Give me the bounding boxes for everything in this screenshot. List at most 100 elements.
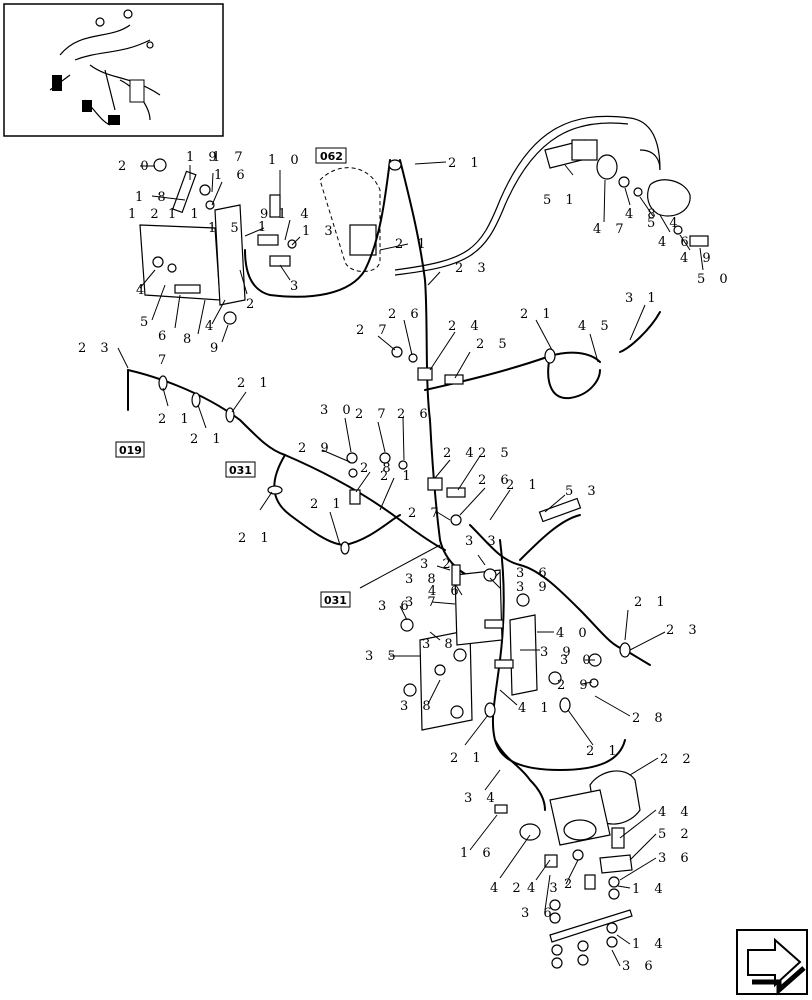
- callout-15[interactable]: 1 5: [208, 221, 244, 236]
- callout-38c[interactable]: 3 8: [400, 699, 436, 714]
- callout-21-l2[interactable]: 2 1: [190, 432, 226, 447]
- ref-box-031-lower[interactable]: 031: [320, 591, 351, 608]
- callout-46b[interactable]: 4 6: [428, 584, 464, 599]
- callout-21-low1[interactable]: 2 1: [238, 531, 274, 546]
- callout-30[interactable]: 3 0: [320, 403, 356, 418]
- ref-box-019[interactable]: 019: [115, 441, 145, 458]
- callout-39[interactable]: 3 9: [516, 580, 552, 595]
- callout-12[interactable]: 1 2: [128, 207, 164, 222]
- callout-21-bl[interactable]: 2 1: [450, 751, 486, 766]
- callout-39b[interactable]: 3 9: [540, 645, 576, 660]
- next-page-arrow-icon[interactable]: [736, 929, 808, 996]
- callout-17[interactable]: 1 7: [212, 150, 248, 165]
- callout-9b[interactable]: 9: [210, 341, 223, 356]
- callout-21-l1[interactable]: 2 1: [158, 412, 194, 427]
- callout-21-low2[interactable]: 2 1: [310, 497, 346, 512]
- callout-23-top[interactable]: 2 3: [455, 261, 491, 276]
- callout-29b[interactable]: 2 9: [557, 678, 593, 693]
- ref-box-062[interactable]: 062: [315, 147, 347, 164]
- callout-8[interactable]: 8: [183, 332, 196, 347]
- callout-21-right[interactable]: 2 1: [520, 307, 556, 322]
- callout-48[interactable]: 4 8: [625, 207, 661, 222]
- callout-47[interactable]: 4 7: [593, 222, 629, 237]
- callout-18[interactable]: 1 8: [135, 190, 171, 205]
- starter-solenoid: [494, 770, 641, 969]
- callout-13[interactable]: 1 3: [302, 224, 338, 239]
- callout-38[interactable]: 3 8: [405, 572, 441, 587]
- callout-14[interactable]: 1 4: [278, 207, 314, 222]
- callout-43[interactable]: 4 3: [527, 881, 563, 896]
- callout-38b[interactable]: 3 8: [422, 637, 458, 652]
- callout-5[interactable]: 5: [140, 315, 153, 330]
- actuator-assembly: [544, 139, 709, 247]
- callout-46[interactable]: 4 6: [658, 235, 694, 250]
- callout-34[interactable]: 3 4: [464, 791, 500, 806]
- callout-50[interactable]: 5 0: [697, 272, 733, 287]
- callout-25[interactable]: 2 5: [476, 337, 512, 352]
- callout-44[interactable]: 4 4: [658, 805, 694, 820]
- callout-1[interactable]: 1: [258, 220, 271, 235]
- callout-24[interactable]: 2 4: [448, 319, 484, 334]
- callout-45[interactable]: 4 5: [578, 319, 614, 334]
- callout-7[interactable]: 7: [158, 353, 171, 368]
- callout-21-l3[interactable]: 2 1: [237, 376, 273, 391]
- callout-32[interactable]: 3 2: [420, 557, 456, 572]
- callout-54[interactable]: 5 4: [647, 216, 683, 231]
- callout-6[interactable]: 6: [158, 329, 171, 344]
- callout-27[interactable]: 2 7: [356, 323, 392, 338]
- callout-37[interactable]: 3 7: [405, 595, 441, 610]
- callout-27b[interactable]: 2 7: [355, 407, 391, 422]
- callout-36d[interactable]: 3 6: [521, 906, 557, 921]
- callout-36e[interactable]: 3 6: [622, 959, 658, 974]
- callout-36c[interactable]: 3 6: [658, 851, 694, 866]
- callout-23-r[interactable]: 2 3: [666, 623, 702, 638]
- callout-25b[interactable]: 2 5: [478, 446, 514, 461]
- callout-41[interactable]: 4 1: [518, 701, 554, 716]
- callout-26c[interactable]: 2 6: [478, 473, 514, 488]
- callout-21-br[interactable]: 2 1: [586, 744, 622, 759]
- callout-21-seat[interactable]: 2 1: [395, 237, 431, 252]
- callout-36[interactable]: 3 6: [516, 566, 552, 581]
- callout-2b[interactable]: 2: [564, 877, 577, 892]
- callout-26b[interactable]: 2 6: [397, 407, 433, 422]
- callout-31[interactable]: 3 1: [625, 291, 661, 306]
- ref-031-lower-label: 031: [324, 594, 347, 607]
- ref-box-031-upper[interactable]: 031: [225, 461, 256, 478]
- callout-42[interactable]: 4 2: [490, 881, 526, 896]
- callout-28[interactable]: 2 8: [360, 461, 396, 476]
- callout-24b[interactable]: 2 4: [443, 446, 479, 461]
- callout-14b[interactable]: 1 4: [632, 882, 668, 897]
- callout-19[interactable]: 1 9: [186, 150, 222, 165]
- callout-30b[interactable]: 3 0: [560, 653, 596, 668]
- callout-21-mid[interactable]: 2 1: [380, 469, 416, 484]
- callout-26[interactable]: 2 6: [388, 307, 424, 322]
- callout-52[interactable]: 5 2: [658, 827, 694, 842]
- callout-21-r2[interactable]: 2 1: [634, 595, 670, 610]
- callout-14c[interactable]: 1 4: [632, 937, 668, 952]
- overview-thumbnail[interactable]: [3, 3, 224, 137]
- callout-29[interactable]: 2 9: [298, 441, 334, 456]
- callout-23-left[interactable]: 2 3: [78, 341, 114, 356]
- callout-27c[interactable]: 2 7: [408, 506, 444, 521]
- callout-36b[interactable]: 3 6: [378, 599, 414, 614]
- callout-4b[interactable]: 4: [205, 319, 218, 334]
- callout-11[interactable]: 1 1: [168, 207, 204, 222]
- callout-28b[interactable]: 2 8: [632, 711, 668, 726]
- callout-21-mid2[interactable]: 2 1: [506, 478, 542, 493]
- callout-51[interactable]: 5 1: [543, 193, 579, 208]
- callout-21-top[interactable]: 2 1: [448, 156, 484, 171]
- callout-16b[interactable]: 1 6: [460, 846, 496, 861]
- callout-10[interactable]: 1 0: [268, 153, 304, 168]
- callout-33[interactable]: 3 3: [465, 534, 501, 549]
- callout-20[interactable]: 2 0: [118, 159, 154, 174]
- callout-9[interactable]: 9: [260, 207, 273, 222]
- callout-35[interactable]: 3 5: [365, 649, 401, 664]
- callout-3[interactable]: 3: [290, 279, 303, 294]
- callout-2[interactable]: 2: [246, 297, 259, 312]
- callout-40[interactable]: 4 0: [556, 626, 592, 641]
- callout-4[interactable]: 4: [136, 283, 149, 298]
- callout-22[interactable]: 2 2: [660, 752, 696, 767]
- callout-49[interactable]: 4 9: [680, 251, 716, 266]
- callout-16[interactable]: 1 6: [214, 168, 250, 183]
- callout-53[interactable]: 5 3: [565, 484, 601, 499]
